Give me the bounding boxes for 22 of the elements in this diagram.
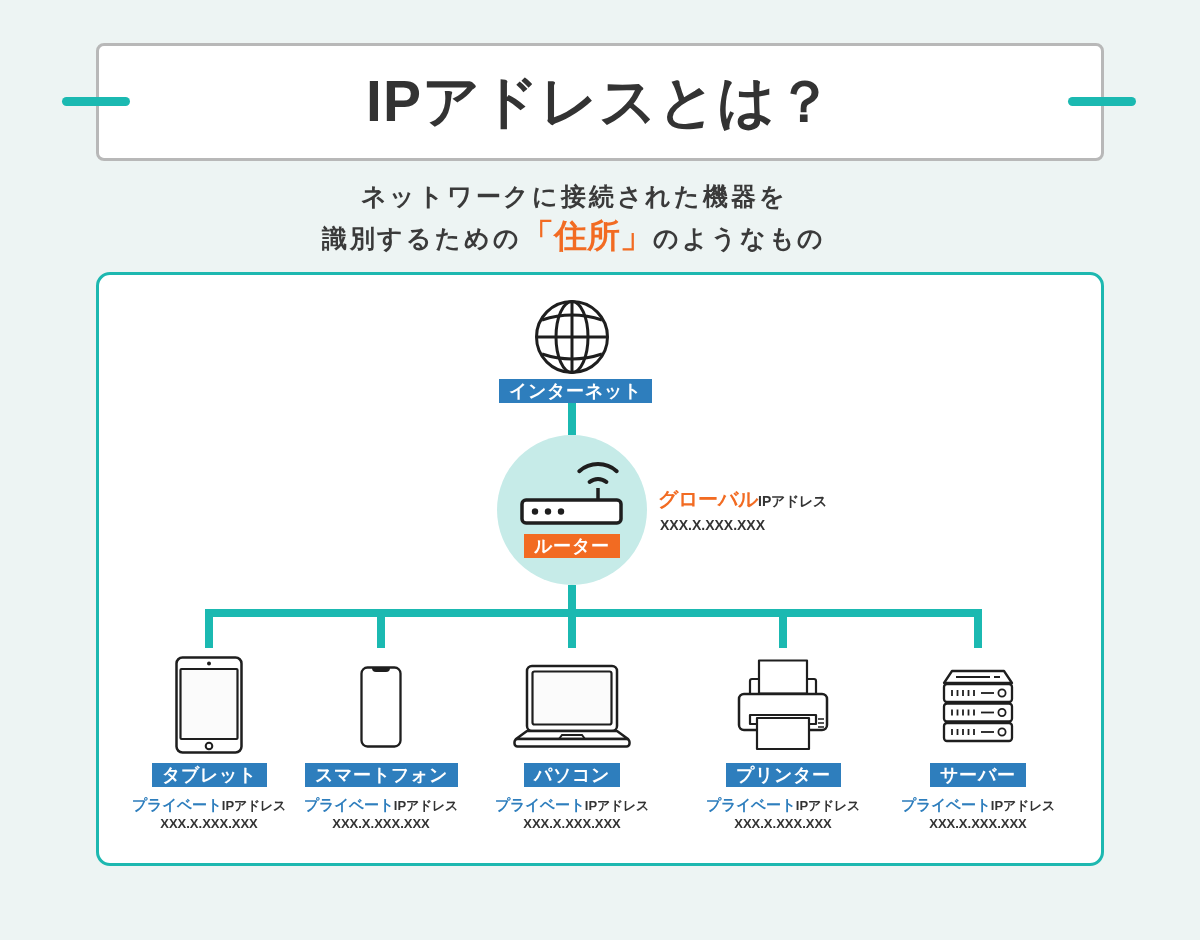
connector-line bbox=[568, 403, 576, 435]
address-text: XXX.X.XXX.XXX bbox=[734, 816, 832, 831]
address-label: プライベートIPアドレス bbox=[494, 796, 650, 815]
label-tag: ルーター bbox=[524, 534, 620, 558]
address-label: プライベートIPアドレス bbox=[705, 796, 861, 815]
address-text: XXX.X.XXX.XXX bbox=[332, 816, 430, 831]
address-label: プライベートIPアドレス bbox=[900, 796, 1056, 815]
address-label: プライベートIPアドレス bbox=[131, 796, 287, 815]
label-tag: パソコン bbox=[524, 763, 620, 787]
address-text: XXX.X.XXX.XXX bbox=[523, 816, 621, 831]
address-text: XXX.X.XXX.XXX bbox=[929, 816, 1027, 831]
title: IPアドレスとは？ bbox=[96, 43, 1104, 161]
label-tag: スマートフォン bbox=[304, 763, 458, 787]
label-tag: プリンター bbox=[725, 763, 841, 787]
label-tag: インターネット bbox=[499, 379, 652, 403]
address-text: XXX.X.XXX.XXX bbox=[160, 816, 258, 831]
address-text: XXX.X.XXX.XXX bbox=[660, 517, 766, 533]
label-tag: タブレット bbox=[151, 763, 267, 787]
address-label: グローバルIPアドレス bbox=[658, 487, 828, 512]
subtitle: ネットワークに接続された機器を識別するための「住所」のようなもの bbox=[320, 181, 828, 256]
address-label: プライベートIPアドレス bbox=[303, 796, 459, 815]
label-tag: サーバー bbox=[930, 763, 1026, 787]
